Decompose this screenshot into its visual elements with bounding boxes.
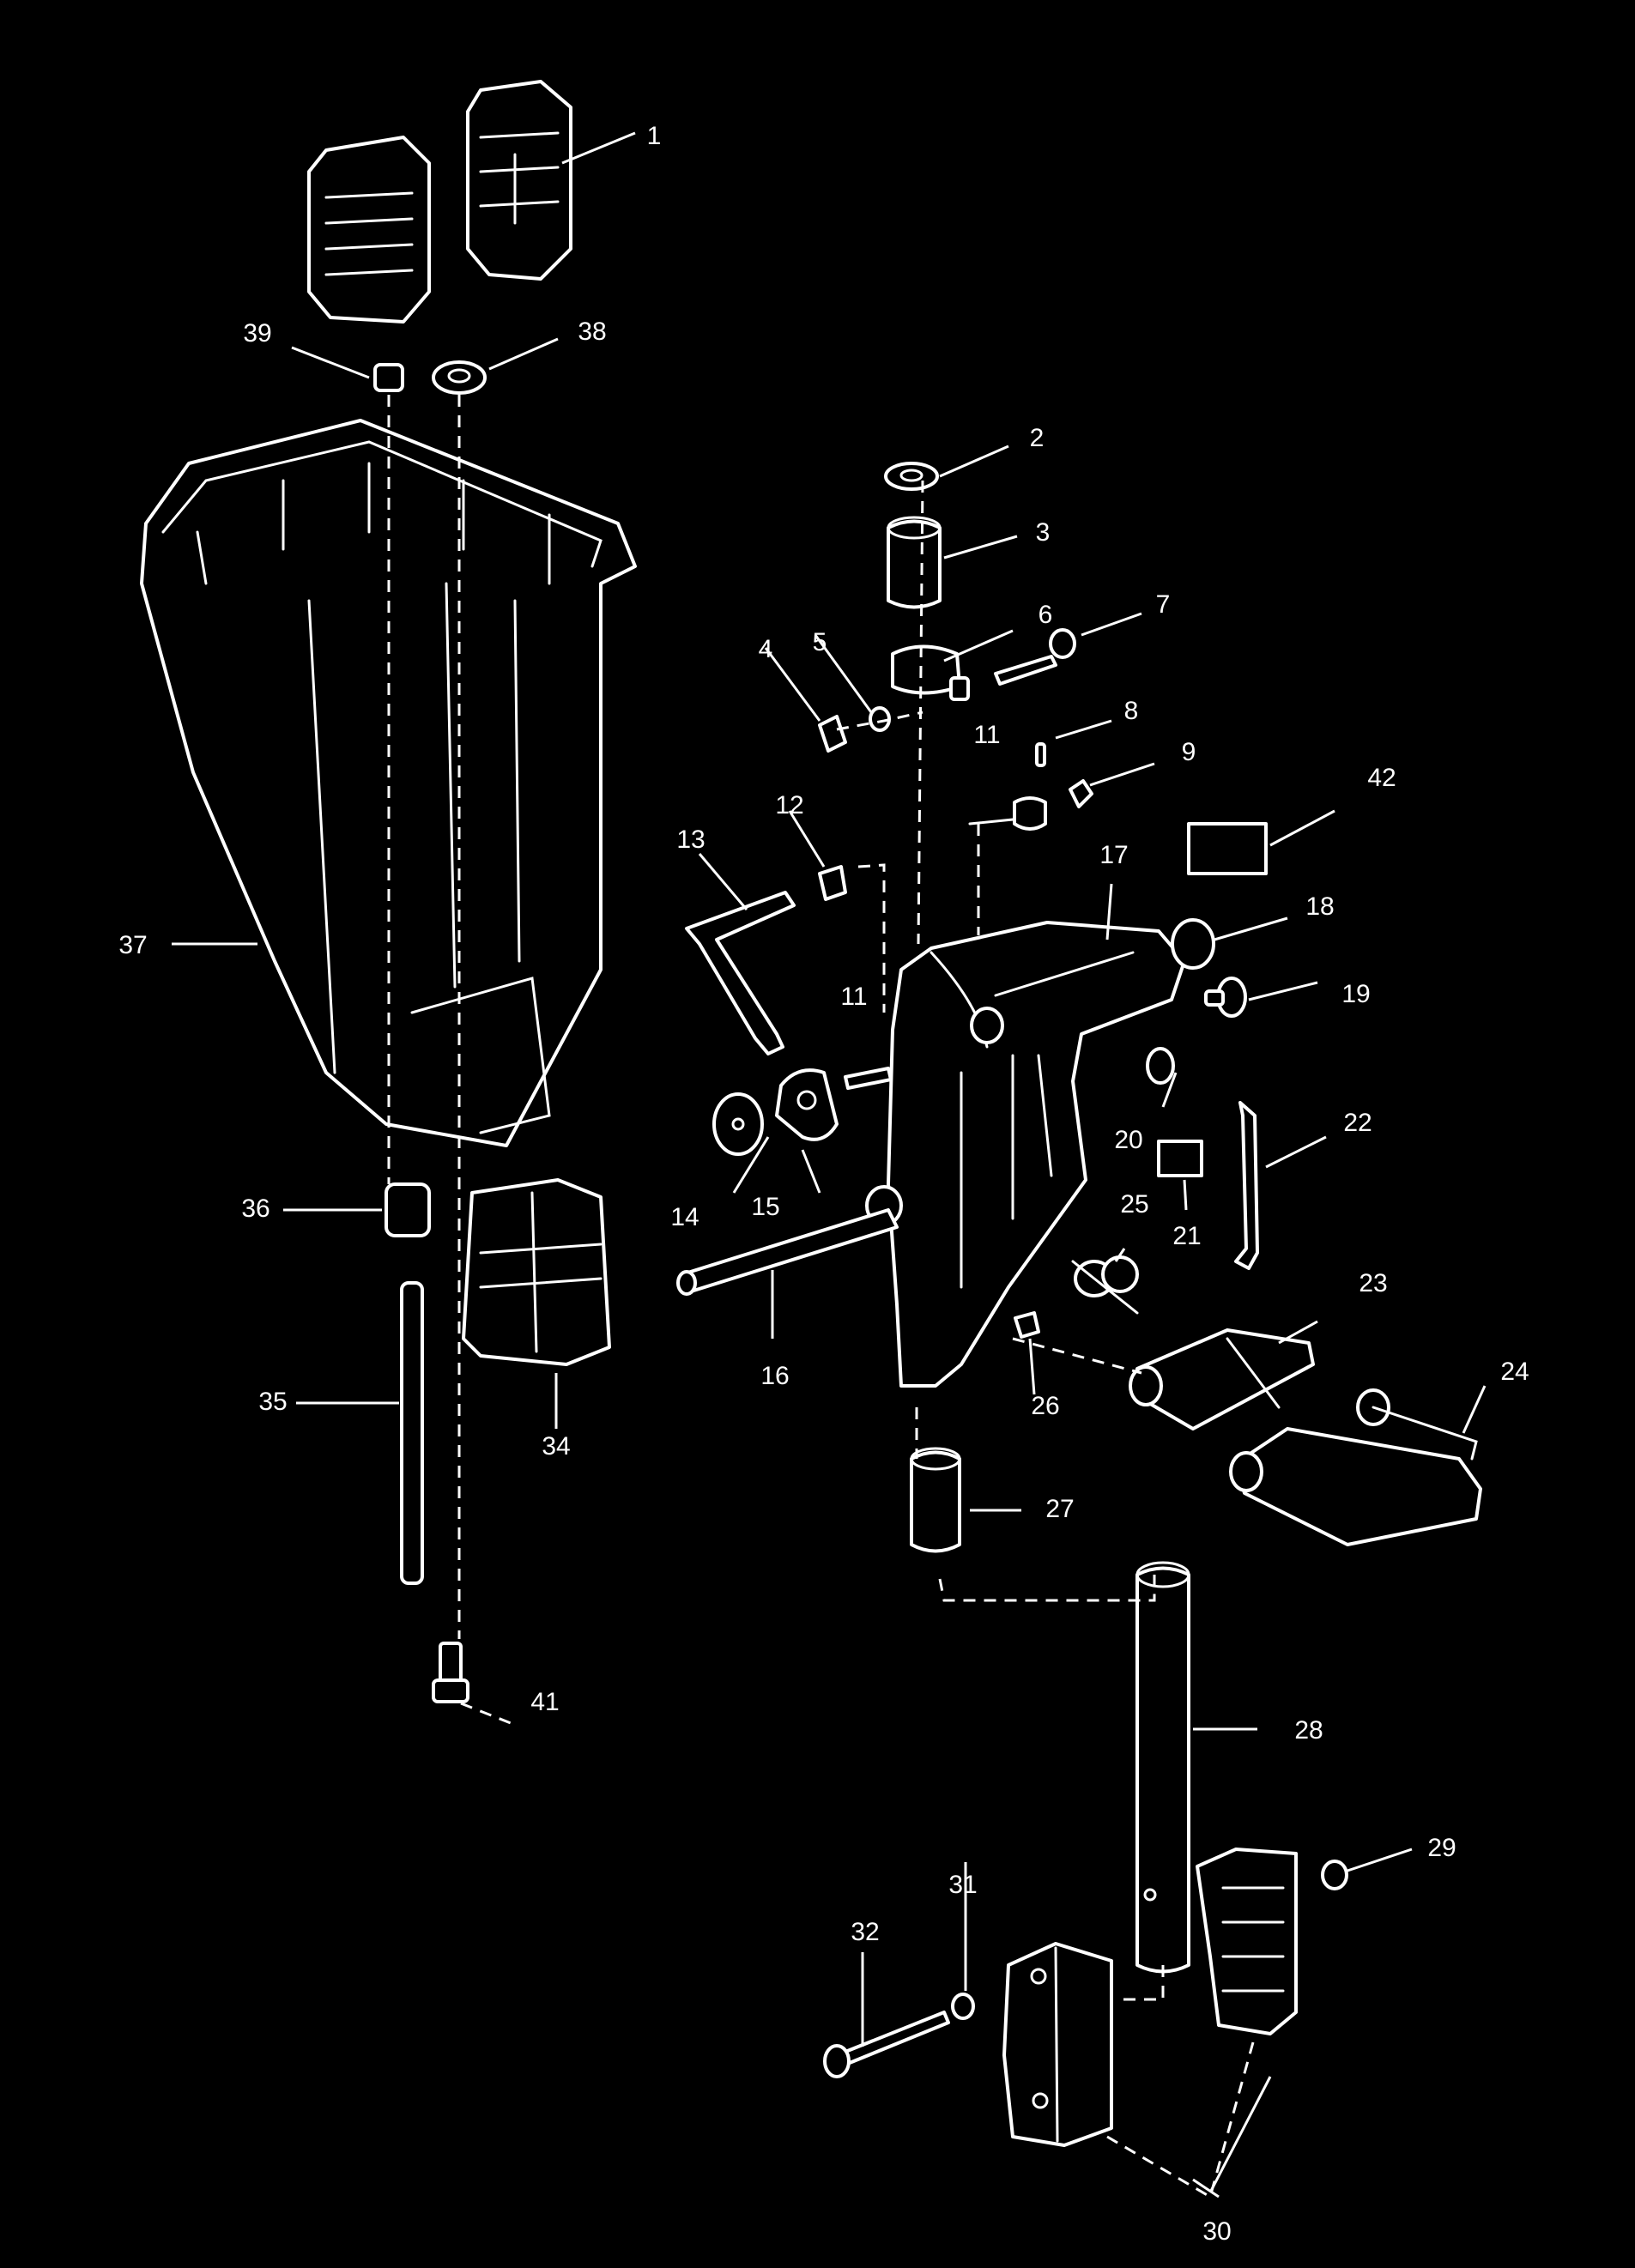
part-8-pin — [1035, 742, 1046, 767]
callout-34: 34 — [542, 1432, 570, 1461]
callout-7: 7 — [1156, 590, 1171, 619]
part-4-nut — [818, 715, 847, 753]
part-14-washer — [712, 1092, 764, 1156]
callout-30: 30 — [1202, 2217, 1231, 2246]
part-15-bearing — [775, 1068, 839, 1141]
callout-2: 2 — [1030, 424, 1045, 452]
part-18-washer — [1171, 918, 1215, 970]
callout-29: 29 — [1427, 1834, 1456, 1862]
part-39-bushing — [373, 363, 404, 392]
part-9-nut — [1069, 779, 1093, 808]
callout-41: 41 — [530, 1688, 559, 1716]
part-19-knob — [1204, 977, 1247, 1018]
part-16-pivot-pin — [676, 1208, 899, 1296]
part-22-spring-clip — [1234, 1101, 1259, 1270]
callout-15: 15 — [751, 1193, 779, 1221]
callout-17: 17 — [1099, 841, 1128, 869]
callout-23: 23 — [1359, 1269, 1387, 1297]
part-13-tilt-lever — [685, 891, 796, 1055]
callout-18: 18 — [1305, 892, 1334, 921]
callout-24: 24 — [1500, 1358, 1529, 1386]
callout-14: 14 — [670, 1203, 699, 1231]
part-17-swivel-bracket — [865, 921, 1186, 1388]
callout-5: 5 — [813, 628, 827, 656]
part-27-bushing — [910, 1447, 961, 1553]
part-31-washer — [951, 1993, 975, 2020]
callout-25: 25 — [1120, 1190, 1148, 1219]
part-20-washer — [1146, 1047, 1175, 1085]
callout-9: 9 — [1182, 738, 1196, 766]
callout-27: 27 — [1045, 1495, 1074, 1523]
callout-labels: 1 39 38 2 3 6 7 4 5 8 11 9 42 12 13 17 1… — [118, 122, 1529, 2246]
part-3-sleeve — [887, 516, 942, 609]
part-11-cotter-lower — [844, 1067, 893, 1090]
callout-28: 28 — [1294, 1716, 1323, 1745]
callout-13: 13 — [676, 826, 705, 854]
callout-8: 8 — [1124, 697, 1139, 725]
callout-11-lower: 11 — [840, 983, 867, 1011]
part-34-cover — [462, 1178, 611, 1366]
part-24-tilt-support — [1229, 1388, 1482, 1546]
part-12-bushing — [818, 865, 847, 901]
part-5-washer — [869, 706, 891, 732]
part-38-grommet — [432, 360, 487, 395]
callout-26: 26 — [1031, 1392, 1059, 1420]
callout-35: 35 — [258, 1388, 287, 1416]
callout-22: 22 — [1343, 1109, 1372, 1137]
part-35-tube — [400, 1281, 424, 1585]
part-6-clamp — [891, 644, 970, 701]
part-21-plate — [1157, 1140, 1203, 1177]
part-1-cover-halves — [307, 80, 572, 324]
leader-lines — [172, 131, 1487, 2198]
callout-19: 19 — [1341, 980, 1370, 1008]
part-36-bushing — [385, 1182, 431, 1237]
callout-37: 37 — [118, 931, 147, 959]
callout-16: 16 — [760, 1362, 789, 1390]
part-11-cotter-upper — [968, 796, 1047, 831]
callout-32: 32 — [851, 1918, 879, 1946]
callout-42: 42 — [1367, 764, 1396, 792]
part-25-spring — [1071, 1255, 1139, 1315]
part-2-washer — [884, 462, 939, 491]
callout-20: 20 — [1114, 1126, 1142, 1154]
callout-39: 39 — [243, 319, 271, 348]
part-41-bolt — [432, 1642, 469, 1703]
part-28-swivel-tube — [1135, 1561, 1190, 1974]
callout-31: 31 — [948, 1871, 977, 1899]
callout-4: 4 — [759, 635, 773, 663]
part-29-washer — [1321, 1860, 1348, 1890]
callout-38: 38 — [578, 318, 606, 346]
callout-11-upper: 11 — [973, 721, 1000, 749]
part-26-nut — [1014, 1311, 1040, 1339]
part-30-clamp-halves — [1002, 1848, 1298, 2147]
part-23-tilt-pin-bracket — [1129, 1328, 1315, 1430]
part-42-decal — [1187, 822, 1268, 875]
callout-21: 21 — [1172, 1222, 1201, 1250]
callout-3: 3 — [1036, 518, 1051, 547]
part-32-bolt — [823, 2011, 950, 2078]
callout-6: 6 — [1039, 601, 1053, 629]
callout-36: 36 — [241, 1194, 269, 1223]
alignment-lines — [387, 395, 1255, 2199]
callout-1: 1 — [647, 122, 662, 150]
part-7-screw — [994, 628, 1076, 686]
part-37-driveshaft-housing — [140, 419, 637, 1147]
callout-12: 12 — [775, 791, 803, 820]
